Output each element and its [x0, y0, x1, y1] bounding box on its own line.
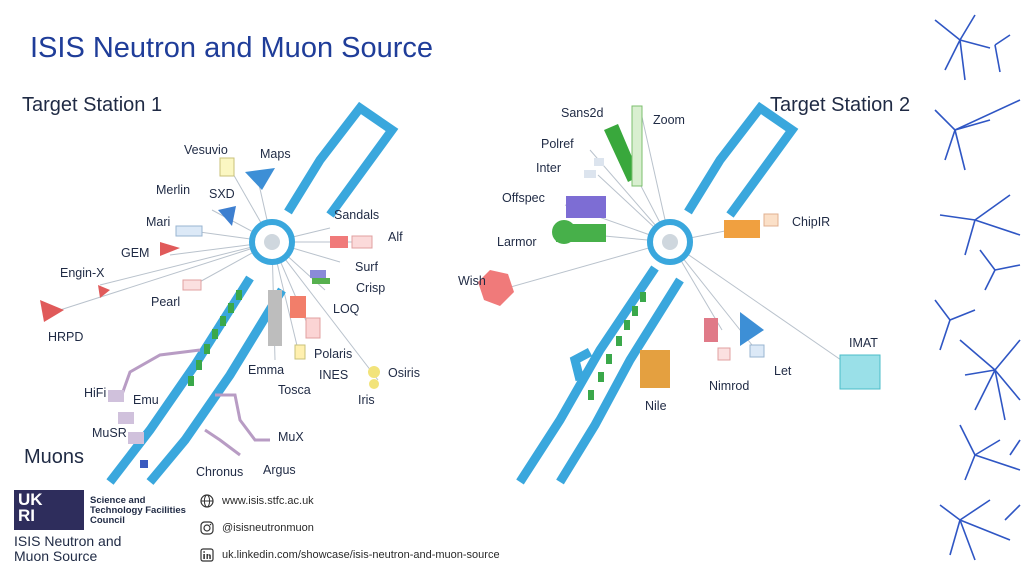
label-vesuvio: Vesuvio	[184, 143, 228, 157]
label-loq: LOQ	[333, 302, 360, 316]
label-mari: Mari	[146, 215, 170, 229]
ts1-target-core	[264, 234, 280, 250]
label-merlin: Merlin	[156, 183, 190, 197]
linkedin-icon	[200, 548, 214, 562]
label-iris: Iris	[358, 393, 375, 407]
ts1-magnets	[188, 290, 242, 386]
label-tosca: Tosca	[278, 383, 311, 397]
label-larmor: Larmor	[497, 235, 537, 249]
stfc-name: Science and Technology Facilities Counci…	[90, 495, 186, 526]
label-crisp: Crisp	[356, 281, 385, 295]
ukri-logo: UK RI Science and Technology Facilities …	[14, 490, 186, 530]
instagram-handle[interactable]: @isisneutronmuon	[222, 522, 314, 534]
label-chronus: Chronus	[196, 465, 243, 479]
target-station-1-title: Target Station 1	[22, 94, 163, 116]
label-ines: INES	[319, 368, 348, 382]
label-inter: Inter	[536, 161, 561, 175]
label-surf: Surf	[355, 260, 378, 274]
slide-title: ISIS Neutron and Muon Source	[30, 32, 434, 64]
label-polaris: Polaris	[314, 347, 352, 361]
ts2-instruments	[478, 105, 881, 390]
ukri-mark: UK RI	[14, 490, 84, 530]
linkedin-contact[interactable]: uk.linkedin.com/showcase/isis-neutron-an…	[200, 548, 500, 562]
ts2-beam-channel	[516, 101, 799, 485]
label-pearl: Pearl	[151, 295, 180, 309]
label-sandals: Sandals	[334, 208, 379, 222]
label-alf: Alf	[388, 230, 403, 244]
label-osiris: Osiris	[388, 366, 420, 380]
label-let: Let	[774, 364, 792, 378]
label-polref: Polref	[541, 137, 574, 151]
website-contact[interactable]: www.isis.stfc.ac.uk	[200, 494, 314, 508]
instagram-contact[interactable]: @isisneutronmuon	[200, 521, 314, 535]
label-maps: Maps	[260, 147, 291, 161]
label-gem: GEM	[121, 246, 149, 260]
label-offspec: Offspec	[502, 191, 545, 205]
isis-org-name: ISIS Neutron and Muon Source	[14, 533, 122, 564]
target-station-2-title: Target Station 2	[770, 94, 911, 116]
ts1-instruments	[40, 157, 380, 389]
globe-icon	[200, 494, 214, 508]
label-imat: IMAT	[849, 336, 878, 350]
label-emma: Emma	[248, 363, 284, 377]
label-engin-x: Engin-X	[60, 266, 105, 280]
ts1-labels: Vesuvio Maps Merlin SXD Sandals Mari Alf…	[48, 143, 420, 407]
ts2-magnets	[588, 292, 646, 400]
instagram-icon	[200, 521, 214, 535]
label-emu: Emu	[133, 393, 159, 407]
label-sans2d: Sans2d	[561, 106, 603, 120]
label-zoom: Zoom	[653, 113, 685, 127]
linkedin-link[interactable]: uk.linkedin.com/showcase/isis-neutron-an…	[222, 549, 500, 561]
label-wish: Wish	[458, 274, 486, 288]
muon-labels: HiFi Emu MuSR MuX Chronus Argus	[84, 386, 304, 479]
muon-instruments	[108, 390, 148, 468]
decorative-particle-tracks	[934, 14, 1021, 561]
label-mux: MuX	[278, 430, 304, 444]
label-hrpd: HRPD	[48, 330, 83, 344]
label-chipir: ChipIR	[792, 215, 830, 229]
label-nile: Nile	[645, 399, 667, 413]
label-sxd: SXD	[209, 187, 235, 201]
ts2-labels: Sans2d Zoom Polref Inter Offspec ChipIR …	[458, 106, 878, 413]
muon-beamlines	[118, 348, 270, 457]
label-musr: MuSR	[92, 426, 127, 440]
website-link[interactable]: www.isis.stfc.ac.uk	[222, 495, 314, 507]
muons-title: Muons	[24, 446, 85, 468]
label-nimrod: Nimrod	[709, 379, 749, 393]
label-argus: Argus	[263, 463, 296, 477]
label-hifi: HiFi	[84, 386, 106, 400]
ts2-target-core	[662, 234, 678, 250]
